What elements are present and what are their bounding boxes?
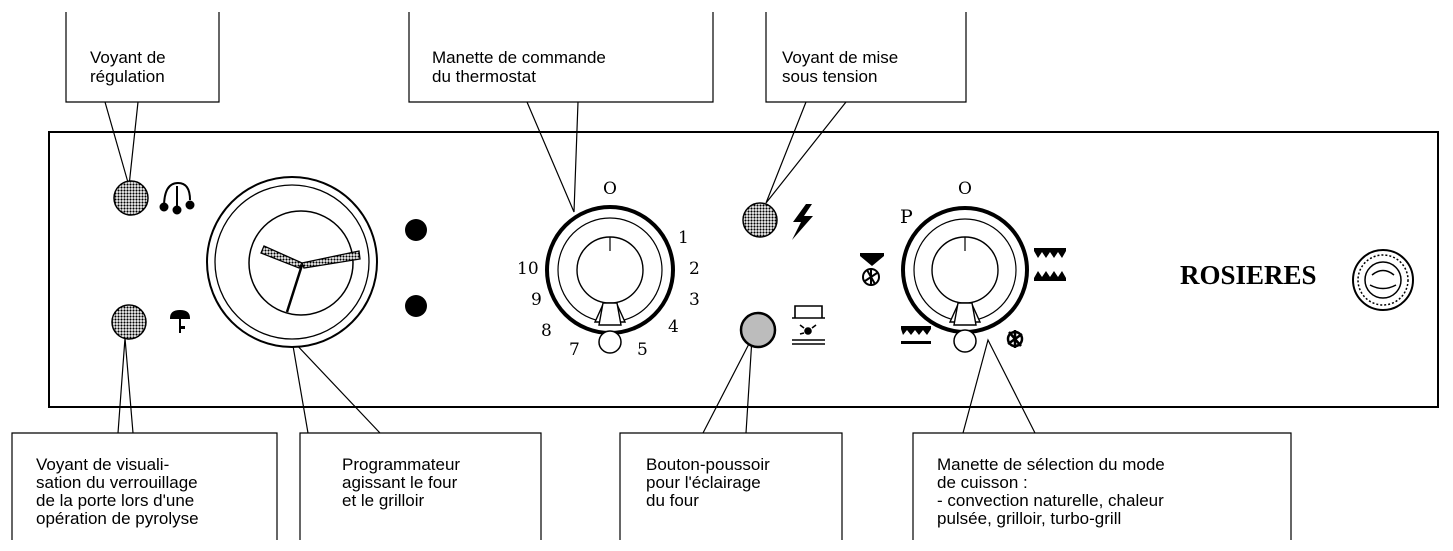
- voyant-mise-sous-tension-lamp: [742, 202, 778, 238]
- lightning-icon: [792, 204, 813, 240]
- control-panel: [48, 131, 1439, 408]
- callout-box-selecteur: [912, 432, 1292, 540]
- fan-icon: [1006, 330, 1024, 348]
- thermostat-mark-5: 5: [637, 340, 648, 360]
- programmateur-button-bottom[interactable]: [405, 295, 427, 317]
- oven-light-icon: [792, 305, 825, 345]
- label-voyant-regulation: Voyant de régulation: [90, 48, 166, 86]
- label-voyant-mise-sous-tension: Voyant de mise sous tension: [782, 48, 899, 86]
- brand-name: ROSIERES: [1180, 260, 1317, 290]
- selector-mark-pyrolysis: P: [900, 206, 913, 228]
- thermostat-mark-9: 9: [531, 290, 542, 310]
- thermostat-mark-zero: O: [603, 179, 617, 199]
- thermostat-mark-10: 10: [517, 259, 539, 279]
- callout-box-mise-sous-tension: [765, 12, 967, 103]
- callout-box-voyant-regulation: [65, 12, 220, 103]
- label-bouton-eclairage: Bouton-poussoir pour l'éclairage du four: [646, 455, 770, 510]
- natural-convection-icon: [901, 326, 931, 344]
- thermostat-knob[interactable]: [545, 205, 675, 354]
- label-selecteur-mode: Manette de sélection du mode de cuisson …: [937, 455, 1165, 528]
- label-thermostat-manette: Manette de commande du thermostat: [432, 48, 606, 86]
- thermostat-mark-8: 8: [541, 321, 552, 341]
- eclairage-push-button[interactable]: [739, 311, 777, 349]
- thermostat-mark-1: 1: [678, 228, 689, 248]
- callout-box-programmateur: [299, 432, 542, 540]
- thermostat-mark-4: 4: [668, 317, 679, 337]
- regulation-symbol-icon: [159, 181, 195, 215]
- label-voyant-verrouillage: Voyant de visuali- sation du verrouillag…: [36, 455, 199, 528]
- callout-box-eclairage: [619, 432, 843, 540]
- key-lock-icon: [169, 309, 191, 333]
- voyant-verrouillage-lamp: [111, 304, 147, 340]
- grill-icon: [1034, 248, 1066, 281]
- programmateur-button-top[interactable]: [405, 219, 427, 241]
- turbo-grill-icon: [860, 253, 884, 286]
- callout-box-verrouillage: [11, 432, 278, 540]
- selecteur-mode-knob[interactable]: [901, 206, 1029, 353]
- voyant-regulation-lamp: [113, 180, 149, 216]
- thermostat-mark-3: 3: [689, 290, 700, 310]
- callout-box-thermostat: [408, 12, 714, 103]
- programmateur-clock[interactable]: [206, 176, 378, 348]
- label-programmateur: Programmateur agissant le four et le gri…: [342, 455, 461, 510]
- rosieres-logo-badge: [1352, 249, 1414, 311]
- thermostat-mark-7: 7: [569, 340, 580, 360]
- thermostat-mark-2: 2: [689, 259, 700, 279]
- selector-mark-zero: O: [958, 179, 972, 199]
